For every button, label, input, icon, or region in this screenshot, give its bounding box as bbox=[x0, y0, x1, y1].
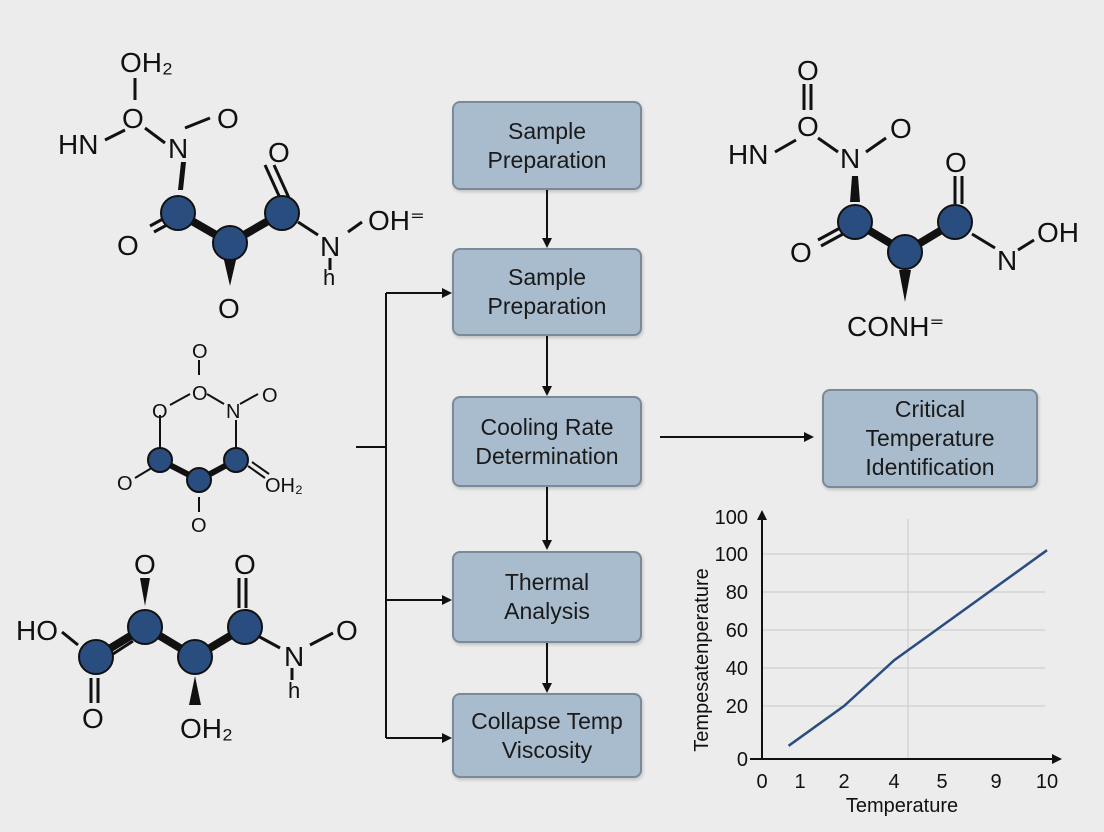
step-cooling-rate-determination[interactable]: Cooling Rate Determination bbox=[452, 396, 642, 487]
y-tick-label: 100 bbox=[715, 507, 748, 529]
y-tick-label: 40 bbox=[726, 658, 748, 680]
atom-label: O bbox=[797, 55, 819, 86]
atom-label: h bbox=[323, 265, 335, 290]
atom-label: N bbox=[284, 641, 304, 672]
atom-label: HN bbox=[58, 129, 98, 160]
chart-axes bbox=[750, 510, 1062, 764]
x-tick-label: 4 bbox=[888, 771, 899, 793]
atom-label: N bbox=[320, 231, 340, 262]
flow-connectors bbox=[356, 190, 814, 743]
temperature-chart: 0 20 40 60 80 100 100 0 1 2 4 5 9 10 Temperature Tem… bbox=[691, 507, 1062, 817]
x-axis-label: Temperature bbox=[846, 795, 958, 817]
y-tick-label: 60 bbox=[726, 620, 748, 642]
atom-label: O bbox=[217, 103, 239, 134]
atom-label: O bbox=[336, 615, 358, 646]
atom-label: OH₂ bbox=[180, 713, 233, 744]
x-tick-label: 9 bbox=[990, 771, 1001, 793]
x-tick-label: 2 bbox=[838, 771, 849, 793]
y-tick-label: 20 bbox=[726, 696, 748, 718]
molecule-3-bonds bbox=[78, 578, 263, 705]
atom-label: OH⁼ bbox=[368, 205, 425, 236]
molecule-4-labels: O HN O N O O O N OH CONH⁼ bbox=[728, 55, 1079, 342]
atom-label: HO bbox=[16, 615, 58, 646]
x-tick-label: 5 bbox=[936, 771, 947, 793]
atom-label: OH₂ bbox=[265, 475, 303, 497]
molecule-1-bonds bbox=[160, 162, 300, 286]
atom-label: O bbox=[152, 401, 168, 423]
box-label-line1: Critical bbox=[894, 396, 966, 422]
molecule-2 bbox=[134, 360, 270, 512]
step-label-line1: Collapse Temp bbox=[471, 707, 623, 734]
atom-label: N bbox=[997, 245, 1017, 276]
atom-label: CONH⁼ bbox=[847, 311, 944, 342]
atom-label: N bbox=[168, 133, 188, 164]
box-label-line2: Temperature bbox=[865, 425, 995, 451]
atom-label: N bbox=[840, 143, 860, 174]
step-label-line2: Preparation bbox=[487, 146, 607, 173]
molecule-1 bbox=[104, 78, 363, 270]
step-label-line2: Preparation bbox=[487, 293, 607, 319]
step-thermal-analysis[interactable]: Thermal Analysis bbox=[452, 551, 642, 643]
atom-label: O bbox=[945, 147, 967, 178]
atom-label: O bbox=[262, 385, 278, 407]
atom-label: h bbox=[288, 678, 300, 703]
step-label-line2: Analysis bbox=[504, 598, 590, 624]
step-label-line2: Viscosity bbox=[501, 736, 593, 763]
chart-grid bbox=[762, 519, 1045, 759]
atom-label: O bbox=[117, 473, 133, 495]
atom-label: O bbox=[890, 113, 912, 144]
x-tick-labels: 0 1 2 4 5 9 10 bbox=[756, 771, 1058, 793]
molecule-2-labels: O O N O O O OH₂ O bbox=[117, 341, 303, 537]
molecule-1-labels: OH₂ HN O N O O O N OH⁼ h O bbox=[58, 47, 425, 324]
atom-label: O bbox=[797, 111, 819, 142]
box-label-line3: Identification bbox=[865, 454, 995, 480]
y-tick-label: 80 bbox=[726, 582, 748, 604]
x-tick-label: 10 bbox=[1036, 771, 1058, 793]
y-tick-label: 0 bbox=[737, 749, 748, 771]
atom-label: OH bbox=[1037, 217, 1079, 248]
step-label-line1: Thermal bbox=[504, 569, 590, 595]
molecule-4 bbox=[774, 84, 1035, 252]
molecule-3-labels: O O HO O N O h OH₂ bbox=[16, 549, 358, 744]
atom-label: O bbox=[122, 103, 144, 134]
atom-label: N bbox=[226, 401, 240, 423]
atom-label: O bbox=[117, 230, 139, 261]
series-line bbox=[787, 549, 1048, 747]
atom-label: O bbox=[191, 515, 207, 537]
step-label-line1: Sample bbox=[508, 264, 586, 290]
step-sample-preparation-1[interactable]: Sample Preparation bbox=[452, 101, 642, 190]
atom-label: O bbox=[82, 703, 104, 734]
atom-label: O bbox=[218, 293, 240, 324]
y-tick-labels: 0 20 40 60 80 100 100 bbox=[715, 507, 748, 771]
step-label-line1: Cooling Rate bbox=[480, 413, 614, 440]
molecule-2-bonds bbox=[147, 447, 249, 493]
atom-label: HN bbox=[728, 139, 768, 170]
atom-label: O bbox=[234, 549, 256, 580]
chart-series bbox=[787, 549, 1048, 747]
atom-label: O bbox=[192, 383, 208, 405]
atom-label: O bbox=[268, 137, 290, 168]
molecule-4-bonds bbox=[837, 176, 973, 302]
atom-label: O bbox=[790, 237, 812, 268]
x-tick-label: 1 bbox=[794, 771, 805, 793]
y-tick-label: 100 bbox=[715, 544, 748, 566]
atom-label: O bbox=[192, 341, 208, 363]
y-axis-label: Tempesatenperature bbox=[691, 568, 713, 751]
x-tick-label: 0 bbox=[756, 771, 767, 793]
step-label-line1: Sample bbox=[508, 117, 586, 144]
atom-label: O bbox=[134, 549, 156, 580]
step-collapse-temp-viscosity[interactable]: Collapse Temp Viscosity bbox=[452, 693, 642, 778]
critical-temperature-identification-box[interactable]: Critical Temperature Identification bbox=[822, 389, 1038, 488]
atom-label: OH₂ bbox=[120, 47, 173, 78]
step-label-line2: Determination bbox=[475, 442, 619, 469]
step-sample-preparation-2[interactable]: Sample Preparation bbox=[452, 248, 642, 336]
